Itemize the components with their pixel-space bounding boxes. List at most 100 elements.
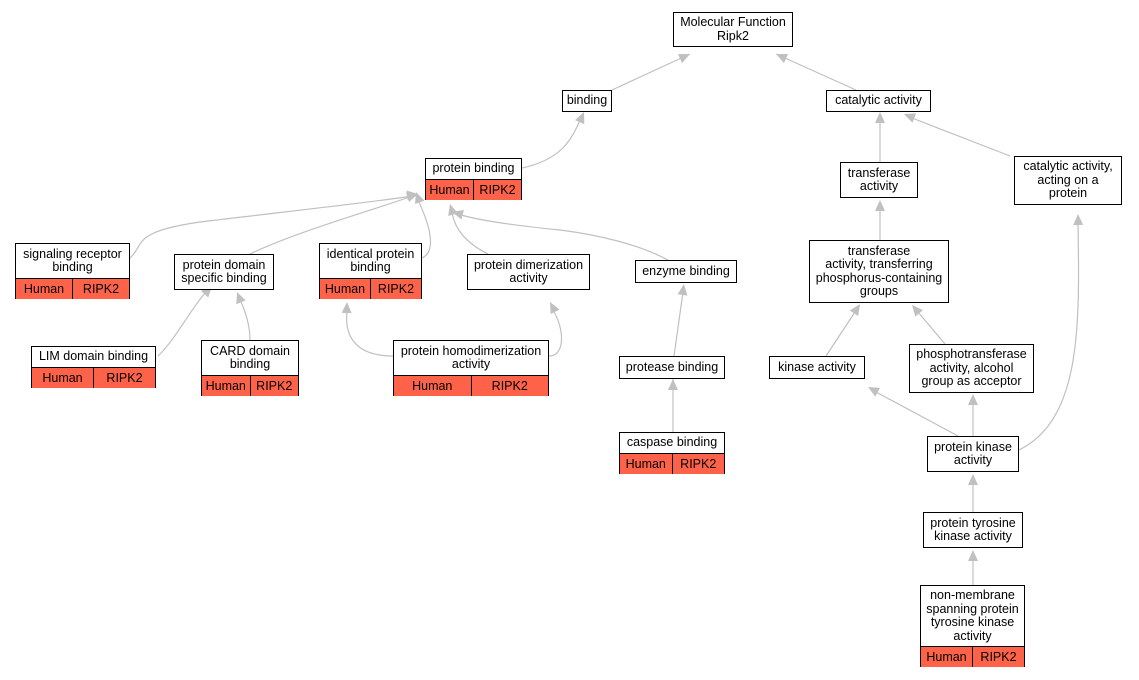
node-label: protein domain specific binding [181,257,267,285]
edge-arrowhead [575,112,585,125]
edge-line [917,311,946,345]
node-label: caspase binding [626,435,718,450]
gene-cell: RIPK2 [671,454,725,474]
node-label: transferase activity, transferring phosp… [815,243,943,298]
gene-cell: RIPK2 [470,376,549,396]
species-cell: Human [205,379,246,393]
node-label: phosphotransferase activity, alcohol gro… [916,347,1027,389]
node-label: CARD domain binding [210,343,290,371]
gene-cell: RIPK2 [249,376,299,396]
node-label: binding [566,93,608,108]
edge-line [611,53,691,91]
node-label: LIM domain binding [38,349,149,364]
gene-cell: RIPK2 [972,647,1024,667]
edge-arrowhead [968,474,978,485]
node-nonmembrane[interactable]: non-membrane spanning protein tyrosine k… [920,585,1025,667]
edge-line [157,291,207,357]
node-label: protein binding [432,161,515,176]
node-label: enzyme binding [642,263,730,278]
edge-arrowhead [968,550,978,561]
edge-arrowhead [236,292,246,305]
node-protkinase[interactable]: protein kinase activity [927,436,1019,472]
node-dimer[interactable]: protein dimerization activity [467,254,590,290]
node-label: catalytic activity [835,93,922,108]
node-transferase[interactable]: transferase activity [840,162,918,198]
species-cell: Human [324,282,366,296]
node-enzyme[interactable]: enzyme binding [635,260,737,283]
node-catprot[interactable]: catalytic activity, acting on a protein [1014,156,1122,205]
edge-line [673,291,684,357]
node-catalytic[interactable]: catalytic activity [826,90,931,112]
edge-arrowhead [677,284,688,296]
edge-line [911,117,1011,157]
edge-line [1018,224,1080,451]
node-label: protein kinase activity [934,439,1012,467]
node-protease[interactable]: protease binding [619,356,725,379]
annotation-row: Human RIPK2 [921,646,1024,667]
edge-line [129,195,413,259]
gene-cell: RIPK2 [72,279,129,299]
species-cell: Human [926,650,967,664]
edge-arrowhead [406,192,418,203]
node-label: protein dimerization activity [473,257,584,285]
node-label: protein homodimerization activity [400,343,542,371]
edge-line [249,195,413,255]
species-cell: Human [429,183,470,197]
node-label: identical protein binding [326,246,415,274]
node-label: Molecular Function Ripk2 [680,15,786,43]
species-cell: Human [42,371,83,385]
node-label: protein tyrosine kinase activity [930,515,1016,543]
node-label: non-membrane spanning protein tyrosine k… [926,588,1019,643]
edge-arrowhead [776,53,789,64]
edge-arrowhead [1073,214,1084,226]
edge-arrowhead [452,209,464,220]
node-phosphoalc[interactable]: phosphotransferase activity, alcohol gro… [909,344,1034,393]
edge-arrowhead [868,387,881,397]
node-root[interactable]: Molecular Function Ripk2 [673,12,793,47]
node-label: kinase activity [778,359,856,374]
node-transphos[interactable]: transferase activity, transferring phosp… [809,240,949,303]
species-cell: Human [23,282,65,296]
annotation-row: Human RIPK2 [320,278,421,299]
gene-cell: RIPK2 [93,368,155,388]
edge-arrowhead [677,54,690,64]
node-tyrkinase[interactable]: protein tyrosine kinase activity [923,512,1023,548]
edge-arrowhead [904,113,917,123]
node-label: catalytic activity, acting on a protein [1023,159,1113,201]
edge-arrowhead [341,302,352,314]
edge-arrowhead [968,394,978,405]
edge-line [417,199,432,259]
node-label: protease binding [625,359,719,374]
gene-cell: RIPK2 [370,279,421,299]
node-kinase[interactable]: kinase activity [769,356,865,379]
edge-line [875,391,959,437]
node-domspec[interactable]: protein domain specific binding [174,254,274,290]
edge-line [239,299,251,341]
edge-line [521,119,581,169]
edge-arrowhead [415,192,425,205]
edge-arrowhead [668,379,678,390]
species-cell: Human [412,379,453,393]
edge-arrowhead [550,302,560,315]
node-binding[interactable]: binding [562,90,612,112]
edge-line [451,211,489,255]
edge-arrowhead [875,200,885,211]
edge-line [825,311,856,357]
annotation-row: Human RIPK2 [394,375,548,396]
node-label: transferase activity [847,165,911,193]
edge-arrowhead [912,305,923,317]
edge-line [548,309,563,357]
edge-line [775,53,857,91]
node-label: signaling receptor binding [23,246,122,274]
